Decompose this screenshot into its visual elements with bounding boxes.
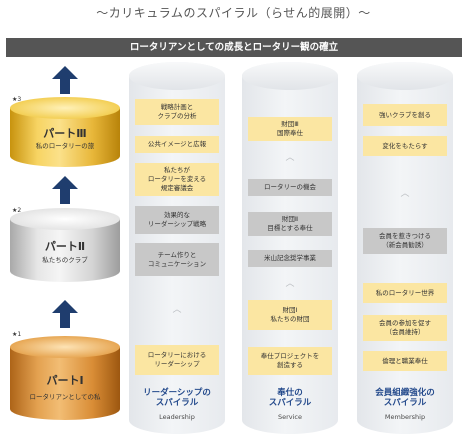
star-label-3: ★3	[12, 96, 22, 103]
box-leadership-in-rotary: ロータリーにおける リーダーシップ	[135, 345, 219, 375]
part-1-name: パートⅠ	[46, 374, 84, 387]
box-rotary-opportunities: ロータリーの機会	[248, 179, 332, 196]
box-ethics-vocational: 倫理と職業奉仕	[363, 351, 447, 371]
membership-column-subtitle: Membership	[384, 413, 426, 421]
part-3-sub: 私のロータリーの旅	[35, 142, 95, 150]
membership-column-title: 会員組織強化の スパイラル	[375, 388, 435, 409]
chevron-up-icon: ︿	[285, 153, 295, 163]
star-label-1: ★1	[12, 331, 22, 338]
box-service-projects: 奉仕プロジェクトを 創造する	[248, 347, 332, 375]
chevron-up-icon: ︿	[172, 305, 182, 315]
part-2-name: パートⅡ	[44, 240, 86, 253]
box-foundation-1: 財団Ⅰ 私たちの財団	[248, 300, 332, 330]
service-column-title: 奉仕の スパイラル	[268, 388, 312, 409]
service-column-subtitle: Service	[277, 413, 303, 421]
box-member-engagement: 会員の参加を促す （会員維持）	[363, 315, 447, 341]
box-foundation-2: 財団Ⅱ 目標とする奉仕	[248, 212, 332, 236]
box-team-building: チーム作りと コミュニケーション	[135, 243, 219, 276]
star-label-2: ★2	[12, 207, 22, 214]
box-public-image: 公共イメージと広報	[135, 136, 219, 153]
box-strong-club: 強いクラブを創る	[363, 104, 447, 126]
leadership-column-title: リーダーシップの スパイラル	[143, 388, 211, 409]
part-3-cylinder: パートⅢ 私のロータリーの旅	[10, 97, 120, 167]
box-foundation-3: 財団Ⅲ 国際奉仕	[248, 117, 332, 141]
box-leadership-strategy: 効果的な リーダーシップ戦略	[135, 206, 219, 234]
up-arrow-icon	[52, 300, 78, 328]
part-1-cylinder: パートⅠ ロータリアンとしての私	[10, 336, 120, 420]
box-attract-members: 会員を惹きつける （新会員勧誘）	[363, 228, 447, 254]
box-council-on-legislation: 私たちが ロータリーを変える 規定審議会	[135, 163, 219, 196]
box-my-rotary-world: 私のロータリー世界	[363, 283, 447, 303]
box-bring-change: 変化をもたらす	[363, 136, 447, 156]
part-1-sub: ロータリアンとしての私	[29, 393, 101, 401]
banner: ロータリアンとしての成長とロータリー観の確立	[6, 38, 462, 57]
up-arrow-icon	[52, 176, 78, 204]
page-title: 〜カリキュラムのスパイラル（らせん的展開）〜	[96, 6, 371, 20]
leadership-column-subtitle: Leadership	[159, 413, 195, 421]
part-3-name: パートⅢ	[43, 127, 87, 140]
box-strategic-planning: 戦略計画と クラブの分析	[135, 99, 219, 125]
part-2-cylinder: パートⅡ 私たちのクラブ	[10, 208, 120, 282]
part-2-sub: 私たちのクラブ	[42, 256, 88, 264]
up-arrow-icon	[52, 66, 78, 94]
chevron-up-icon: ︿	[400, 189, 410, 199]
chevron-up-icon: ︿	[285, 279, 295, 289]
box-yoneyama-scholarship: 米山記念奨学事業	[248, 250, 332, 267]
